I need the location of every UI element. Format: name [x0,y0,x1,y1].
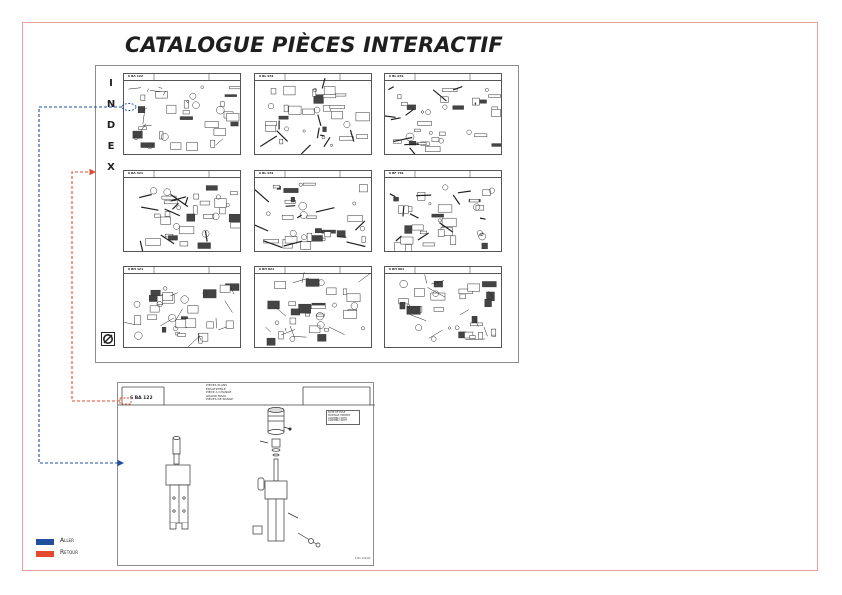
index-thumbnail[interactable]: 6 BA 122 [123,73,241,155]
thumbnail-header: 6 BH 121 [124,267,240,274]
thumbnail-reference: 6 BF 761 [389,171,404,175]
detail-sheet-titles: PIÈCES PLANS ERSATZTEILE PIÈCE A CHANGE … [206,383,234,402]
detail-sheet [117,382,375,566]
thumbnail-reference: 6 BH 121 [128,267,144,271]
legend-swatch-retour [36,551,54,557]
detail-title-line: ERSATZTEILE [206,386,226,391]
brand-logo-icon [101,332,115,346]
thumbnail-reference: 6 BL 031 [389,74,404,78]
detail-title-line: GRAND MANI [206,393,226,398]
thumbnail-drawing [389,171,495,251]
detail-title-line: PIÈCES PLANS [206,383,228,387]
note-line: ASSEMBLY NOTE [328,416,347,420]
thumbnail-header: 6 BA 321 [124,171,240,178]
index-letters: I N D E X [105,78,117,183]
thumbnail-reference: 6 BA 321 [128,171,144,175]
index-letter: N [106,99,116,110]
index-thumbnail[interactable]: 6 BF 761 [384,170,502,252]
legend-label-aller: Aller [60,537,74,544]
thumbnail-drawing [124,267,240,347]
detail-sheet-footer: 6 BA 122/00 [355,557,371,560]
assembled-lever-drawing [165,436,191,530]
index-thumbnail[interactable]: 6 BA 321 [123,170,241,252]
detail-title-line: PIÈCE A CHANGE [206,390,232,395]
detail-drawing [118,386,375,548]
index-thumbnail[interactable]: 6 BL 031 [384,73,502,155]
detail-title-line: PIÈCES DE RANGE [206,397,234,402]
thumbnail-reference: 6 BH 021 [259,267,275,271]
thumbnail-header: 6 BL 031 [255,171,371,178]
thumbnail-header: 6 BL 031 [385,74,501,81]
thumbnail-reference: 6 BL 031 [259,74,274,78]
thumbnail-header: 6 BF 761 [385,171,501,178]
index-thumbnail[interactable]: 6 BH 121 [123,266,241,348]
legend-item-aller: Aller [36,537,116,548]
thumbnail-drawing [385,74,501,154]
thumbnail-drawing [255,171,368,250]
legend-label-retour: Retour [60,549,78,556]
detail-sheet-reference: 6 BA 122 [130,396,153,401]
aller-link-source-marker [121,103,137,111]
index-letter: I [109,78,113,89]
retour-link-source-marker [119,397,132,405]
note-line: ASSEMBLY NOTE [328,419,347,423]
thumbnail-drawing [259,74,370,154]
retour-link-arrow [71,168,120,402]
thumbnail-header: 6 BH 001 [385,267,501,274]
note-line: NOTE DE POSE [328,411,346,414]
outer-frame [22,22,818,571]
index-thumbnail[interactable]: 6 BL 031 [254,73,372,155]
note-line: MONTAGE HINWEIS [328,413,351,417]
thumbnail-reference: 6 BA 122 [128,74,144,78]
exploded-lever-drawing [252,407,321,548]
index-thumbnail[interactable]: 6 BL 031 [254,170,372,252]
legend-item-retour: Retour [36,549,116,560]
index-thumbnail[interactable]: 6 BH 001 [384,266,502,348]
page-title: CATALOGUE PIÈCES INTERACTIF [125,33,503,57]
assembly-note-box: NOTE DE POSE MONTAGE HINWEIS ASSEMBLY NO… [326,410,360,426]
aller-link-arrow [38,106,125,467]
thumbnail-drawing [128,74,240,151]
index-letter: D [106,120,116,131]
thumbnail-reference: 6 BL 031 [259,171,274,175]
index-letter: E [107,141,115,152]
thumbnail-header: 6 BH 021 [255,267,371,274]
thumbnail-drawing [265,267,371,346]
legend-swatch-aller [36,539,54,545]
thumbnail-reference: 6 BH 001 [389,267,405,271]
thumbnail-header: 6 BA 122 [124,74,240,81]
index-thumbnail[interactable]: 6 BH 021 [254,266,372,348]
thumbnail-header: 6 BL 031 [255,74,371,81]
thumbnail-drawing [398,267,497,342]
index-letter: X [107,162,115,173]
thumbnail-drawing [139,171,240,251]
